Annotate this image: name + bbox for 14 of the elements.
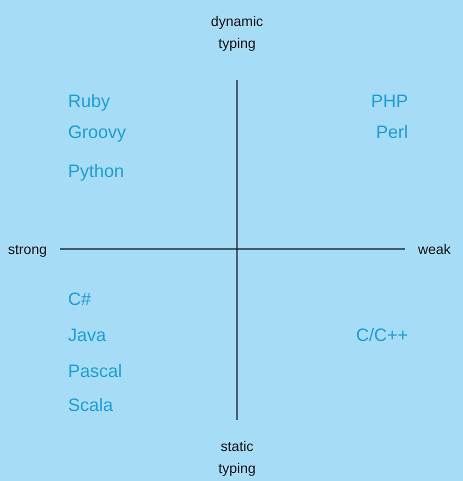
language-label: Python: [68, 161, 124, 183]
axis-label: dynamic typing: [210, 12, 264, 53]
language-label: Scala: [68, 395, 114, 417]
axis-label: weak: [418, 240, 451, 258]
axis-label: static typing: [217, 437, 257, 478]
language-label: C/C++: [356, 325, 408, 347]
language-label: PHP: [370, 91, 408, 113]
language-label: Ruby: [68, 91, 110, 113]
language-label: Pascal: [68, 361, 122, 383]
language-label: C#: [68, 289, 92, 311]
language-label: Java: [68, 325, 106, 347]
axis-label: strong: [8, 240, 47, 258]
language-label: Groovy: [68, 122, 126, 144]
language-label: Perl: [376, 122, 408, 144]
